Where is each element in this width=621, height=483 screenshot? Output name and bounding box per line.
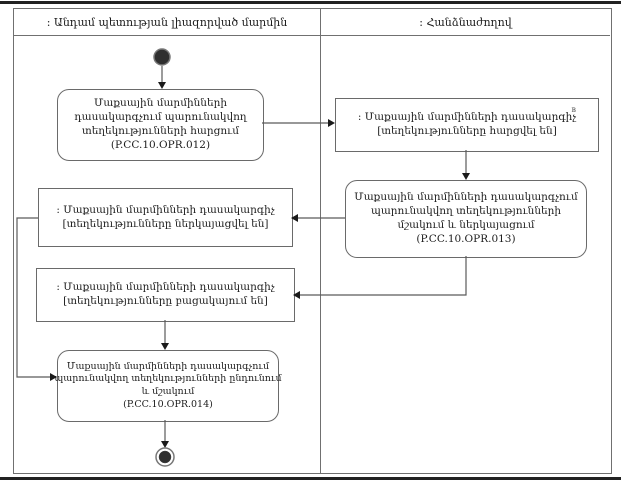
node-text-line: և մշակում [141, 386, 195, 397]
node-text-line: (P.CC.10.OPR.013) [416, 232, 516, 245]
scan-edge-top [0, 1, 621, 4]
node-text-line: Մաքսային մարմինների դասակարգչում [66, 360, 270, 372]
node-text-line: Մաքսային մարմինների դասակարգչում [354, 191, 578, 204]
activity-opr012: Մաքսային մարմինների դասակարգչում պարունա… [57, 89, 264, 161]
object-node-classifier-presented: : Մաքսային մարմինների դասակարգիչ [տեղեկո… [38, 188, 293, 247]
node-text-line: : Մաքսային մարմինների դասակարգիչ [357, 111, 577, 124]
node-text-line: : Մաքսային մարմինների դասակարգիչ [56, 281, 275, 294]
lane-divider [320, 8, 321, 473]
node-text-line: տեղեկությունների հարցում [81, 125, 240, 137]
node-text-line: [տեղեկությունները ներկայացվել են] [62, 217, 269, 230]
node-text-line: պարունակվող տեղեկությունների [370, 205, 562, 218]
activity-opr013: Մաքսային մարմինների դասակարգչում պարունա… [345, 180, 587, 258]
node-text-line: [տեղեկությունները բացակայում են] [63, 295, 268, 307]
node-text-line: դասակարգչում պարունակվող [74, 111, 247, 124]
lane-header-commission: : Հանձնաժողով [321, 9, 610, 36]
lane-header-label: : Անդամ պետության լիազորված մարմին [46, 15, 288, 29]
node-text-line: մշակում և ներկայացում [397, 219, 535, 231]
object-node-classifier-requested: : Մաքսային մարմինների դասակարգիչ [տեղեկո… [335, 98, 599, 152]
node-text-line: Մաքսային մարմինների [94, 97, 227, 110]
node-text-line: պարունակվող տեղեկությունների ընդունում [54, 373, 282, 385]
node-text-line: [տեղեկությունները հարցվել են] [377, 125, 557, 137]
scan-edge-bottom [0, 477, 621, 480]
lane-header-label: : Հանձնաժողով [419, 15, 512, 29]
activity-opr014: Մաքսային մարմինների դասակարգչում պարունա… [54, 350, 282, 422]
node-text-line: (P.CC.10.OPR.012) [110, 138, 211, 151]
object-node-classifier-missing: : Մաքսային մարմինների դասակարգիչ [տեղեկո… [36, 268, 295, 322]
lane-header-authorized-body: : Անդամ պետության լիազորված մարմին [14, 9, 320, 36]
node-text-line: : Մաքսային մարմինների դասակարգիչ [56, 203, 275, 216]
node-text-line: (P.CC.10.OPR.014) [123, 398, 213, 410]
swimlane-frame [13, 8, 612, 474]
scan-artifact-letter: в [571, 105, 576, 114]
